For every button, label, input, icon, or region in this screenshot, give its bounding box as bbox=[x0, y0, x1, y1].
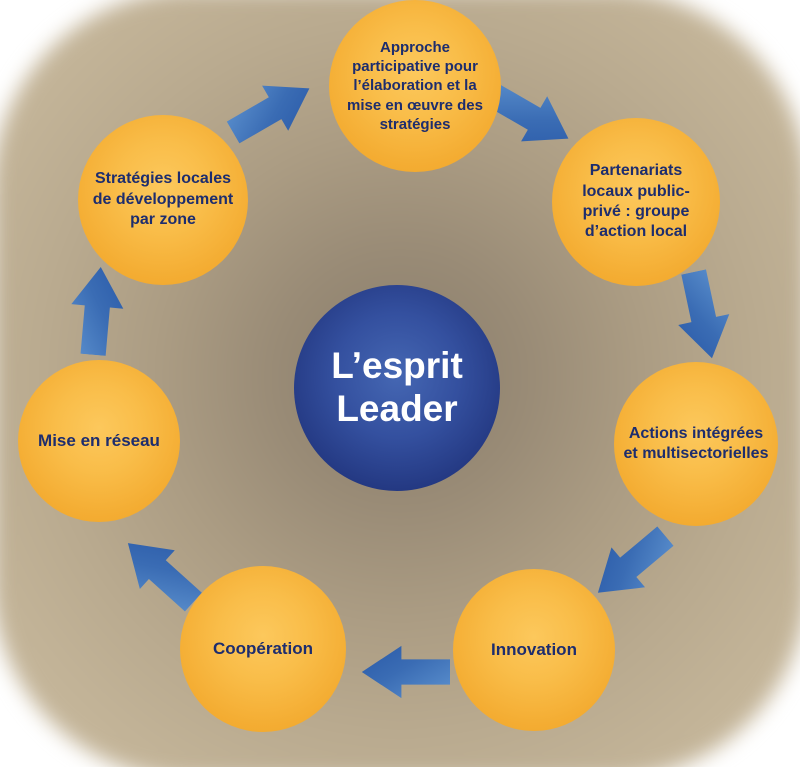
node-innovation: Innovation bbox=[453, 569, 615, 731]
node-approche-participative: Approche participative pour l’élaboratio… bbox=[329, 0, 501, 172]
node-label: Mise en réseau bbox=[38, 431, 160, 451]
node-mise-en-reseau: Mise en réseau bbox=[18, 360, 180, 522]
node-label: Actions intégrées et multisectorielles bbox=[623, 424, 769, 462]
node-label: Approche participative pour l’élaboratio… bbox=[347, 39, 483, 133]
arrow-icon bbox=[597, 526, 674, 593]
node-strategies-locales: Stratégies locales de développement par … bbox=[78, 115, 248, 285]
arrow-icon bbox=[226, 85, 310, 144]
node-cooperation: Coopération bbox=[180, 566, 346, 732]
center-node-esprit-leader: L’esprit Leader bbox=[294, 285, 500, 491]
node-partenariats-locaux: Partenariats locaux public-privé : group… bbox=[552, 118, 720, 286]
arrow-icon bbox=[485, 83, 569, 142]
arrow-icon bbox=[361, 645, 450, 699]
node-actions-integrees: Actions intégrées et multisectorielles bbox=[614, 362, 778, 526]
arrow-icon bbox=[678, 269, 730, 359]
arrow-icon bbox=[71, 266, 124, 356]
node-label: Stratégies locales de développement par … bbox=[92, 170, 234, 229]
center-label: L’esprit Leader bbox=[331, 345, 463, 429]
arrow-icon bbox=[127, 543, 202, 612]
node-label: Partenariats locaux public-privé : group… bbox=[582, 162, 690, 241]
node-label: Innovation bbox=[491, 640, 577, 660]
node-label: Coopération bbox=[212, 639, 314, 659]
